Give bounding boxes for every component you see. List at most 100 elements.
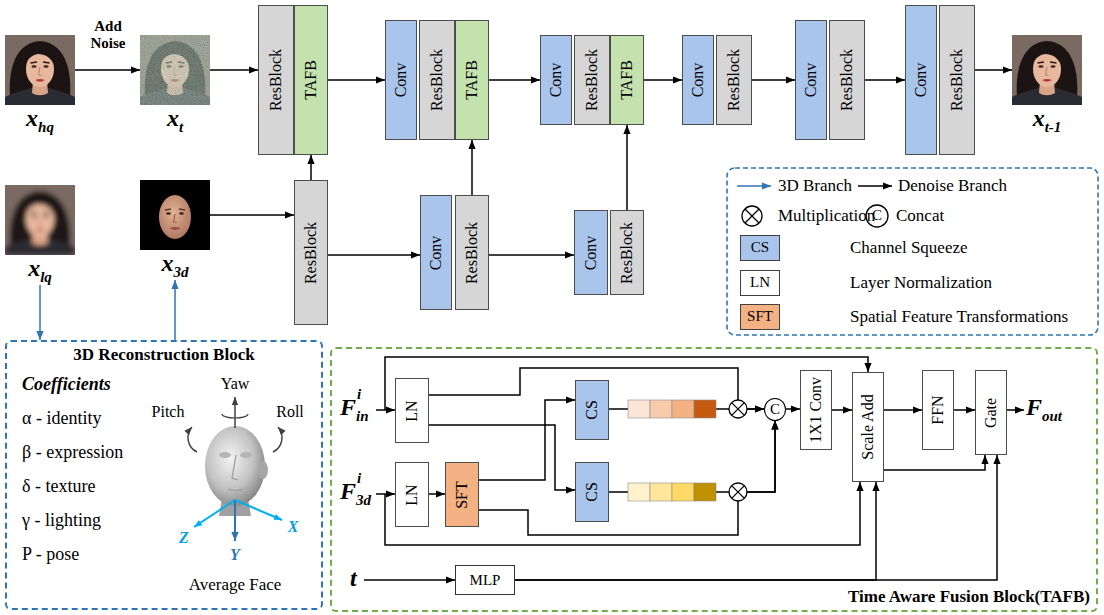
rotation-label: Roll	[276, 403, 304, 421]
connector	[174, 280, 176, 340]
math-subscript: out	[1042, 408, 1062, 425]
mlp-box: MLP	[455, 565, 515, 595]
connector	[752, 79, 795, 81]
image-panel: xt	[140, 35, 210, 135]
conv-box: 1X1 Conv	[800, 370, 832, 450]
image-caption: xlq	[5, 255, 75, 284]
gate-box: Gate	[975, 370, 1007, 455]
block-title: 3D Reconstruction Block	[7, 346, 321, 365]
attention-bars	[672, 483, 694, 501]
box-label: ResBlock	[618, 221, 636, 283]
image-caption: xt-1	[1012, 105, 1082, 134]
sft-box: SFT	[445, 462, 479, 527]
math-symbol: x	[28, 255, 40, 281]
math-symbol: t	[350, 565, 357, 593]
math-subscript: 3d	[174, 264, 189, 280]
image-panel: xt-1	[1012, 35, 1082, 135]
face-images	[5, 185, 75, 255]
average-face-figure	[222, 414, 248, 418]
box-label: TAFB	[618, 60, 636, 100]
legend-text: Channel Squeeze	[850, 238, 968, 258]
box-label: Gate	[982, 397, 1000, 427]
legend-frame	[727, 168, 1098, 335]
block-title: Time Aware Fusion Block(TAFB)	[848, 588, 1090, 607]
section-heading: Coefficients	[22, 374, 111, 395]
axis-label: X	[288, 518, 299, 536]
box-label: 1X1 Conv	[807, 377, 825, 443]
math-superscript: i	[357, 386, 361, 403]
attention-bars	[628, 483, 650, 501]
connector	[832, 409, 852, 411]
box-label: TAFB	[302, 60, 320, 100]
face-images	[5, 185, 75, 255]
face-images	[159, 195, 191, 239]
conv-box: Conv	[682, 35, 714, 125]
box-label: MLP	[470, 572, 501, 589]
average-face-figure	[235, 500, 282, 520]
box-label: SFT	[453, 481, 471, 509]
image-caption: x3d	[140, 250, 210, 279]
legend-frame	[727, 168, 1098, 335]
connector	[39, 285, 41, 340]
face-images	[174, 214, 177, 223]
conv-box: Conv	[385, 20, 417, 140]
legend-text: 3D Branch	[778, 176, 852, 196]
legend-frame	[745, 209, 759, 223]
conv-box: Conv	[540, 35, 572, 125]
tafb-wires	[364, 357, 1024, 580]
connector	[429, 493, 445, 495]
resblock-box: ResBlock	[610, 210, 644, 295]
rotation-label: Pitch	[152, 403, 185, 421]
channel-squeeze-box: CS	[575, 462, 609, 522]
coefficient-item: β - expression	[22, 442, 123, 463]
connector	[489, 254, 574, 256]
average-face-figure	[240, 452, 252, 458]
attention-bars	[672, 400, 694, 418]
box-label: Conv	[802, 63, 820, 98]
attention-bars	[650, 483, 672, 501]
multiplication-symbols	[729, 483, 747, 501]
resblock-box: ResBlock	[258, 5, 294, 155]
connector	[479, 400, 575, 480]
conv-box: Conv	[905, 5, 937, 155]
math-symbol: x	[162, 250, 174, 276]
box-label: LN	[403, 400, 421, 421]
box-label: FFN	[929, 395, 947, 424]
math-subscript: t	[179, 119, 183, 135]
resblock-box: ResBlock	[455, 195, 489, 310]
face-images	[166, 212, 171, 214]
connector	[489, 79, 540, 81]
math-subscript: in	[356, 408, 369, 425]
image-caption: xt	[140, 105, 210, 134]
box-label: CS	[583, 482, 601, 502]
image-caption: xhq	[5, 105, 75, 134]
box-label: CS	[583, 400, 601, 420]
conv-box: Conv	[795, 20, 827, 140]
connector	[609, 421, 775, 493]
face-images	[1012, 35, 1082, 105]
coefficient-item: P - pose	[22, 544, 79, 565]
tafb-box: TAFB	[610, 35, 644, 125]
math-symbol: x	[26, 105, 38, 131]
box-label: TAFB	[463, 60, 481, 100]
multiplication-symbols	[729, 483, 747, 501]
box-label: ResBlock	[838, 49, 856, 111]
connector	[471, 140, 473, 195]
average-face-figure	[232, 455, 238, 480]
connector	[310, 155, 312, 180]
connector	[210, 69, 258, 71]
legend-text: Layer Normalization	[850, 273, 992, 293]
connector	[954, 409, 975, 411]
fusion-block-region: Time Aware Fusion Block(TAFB) LN CS C 1X1 Co…	[330, 347, 1098, 612]
coefficient-item: γ - lighting	[22, 510, 101, 531]
connector	[644, 79, 682, 81]
rotation-label: Yaw	[221, 375, 250, 393]
connector	[210, 214, 294, 216]
legend-frame	[742, 206, 762, 226]
tafb-box: TAFB	[455, 20, 489, 140]
box-label: C	[770, 401, 780, 418]
average-face-figure	[205, 426, 265, 506]
box-label: Conv	[547, 63, 565, 98]
legend-frame	[742, 206, 762, 226]
box-label: ResBlock	[463, 221, 481, 283]
